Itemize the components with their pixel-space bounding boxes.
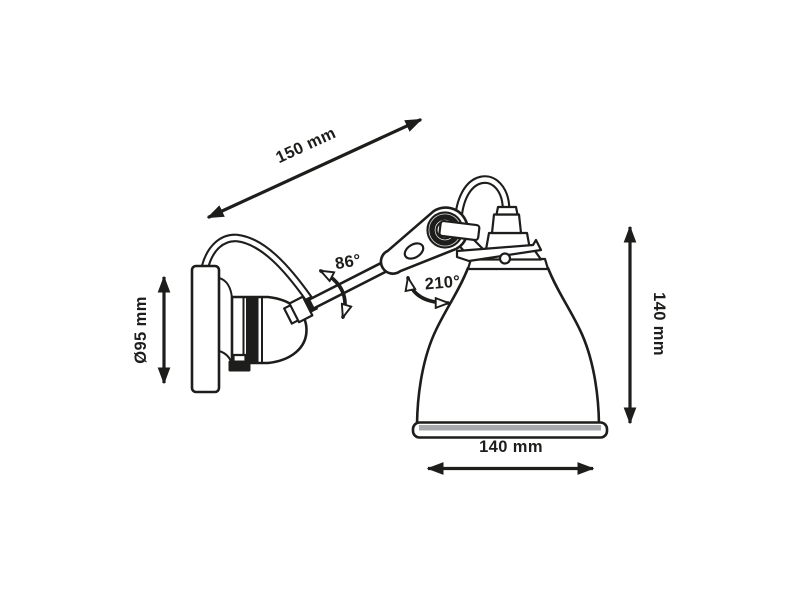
pivot-hole — [403, 242, 425, 260]
socket-ferrule — [495, 205, 519, 216]
dim-arm-rotation: 86° — [321, 251, 363, 317]
pivot-lever-pin — [438, 219, 481, 242]
dim-shade-rotation-arc — [408, 278, 448, 303]
dim-shade-diameter-label: 140 mm — [479, 438, 543, 456]
cable-wall-to-arm — [200, 233, 314, 304]
holder-screw — [498, 252, 512, 265]
shade-rim-stripe — [419, 425, 601, 431]
wall-plate — [190, 264, 233, 394]
housing-black-band — [246, 297, 259, 363]
lamp-shade — [411, 205, 609, 439]
pivot-joint — [379, 206, 481, 275]
dim-shade-height: 140 mm — [623, 225, 668, 425]
cable-pivot-to-socket — [453, 175, 511, 228]
switch-knob — [228, 360, 251, 372]
dim-base-diameter-label: Ø95 mm — [132, 296, 150, 364]
dim-arm-length: 150 mm — [206, 118, 423, 219]
switch-housing — [228, 295, 308, 372]
dim-base-diameter: Ø95 mm — [132, 275, 171, 385]
holder-flange-bar — [455, 238, 543, 263]
socket-cylinder — [490, 213, 523, 235]
dim-arm-rotation-arc — [321, 269, 345, 317]
dim-shade-diameter: 140 mm — [426, 438, 595, 475]
dim-shade-rotation: 210° — [408, 272, 461, 303]
dim-arm-rotation-label: 86° — [334, 251, 363, 273]
dim-arm-length-arrow — [206, 118, 423, 219]
dim-shade-height-label: 140 mm — [650, 292, 668, 356]
dim-shade-rotation-label: 210° — [424, 272, 461, 293]
